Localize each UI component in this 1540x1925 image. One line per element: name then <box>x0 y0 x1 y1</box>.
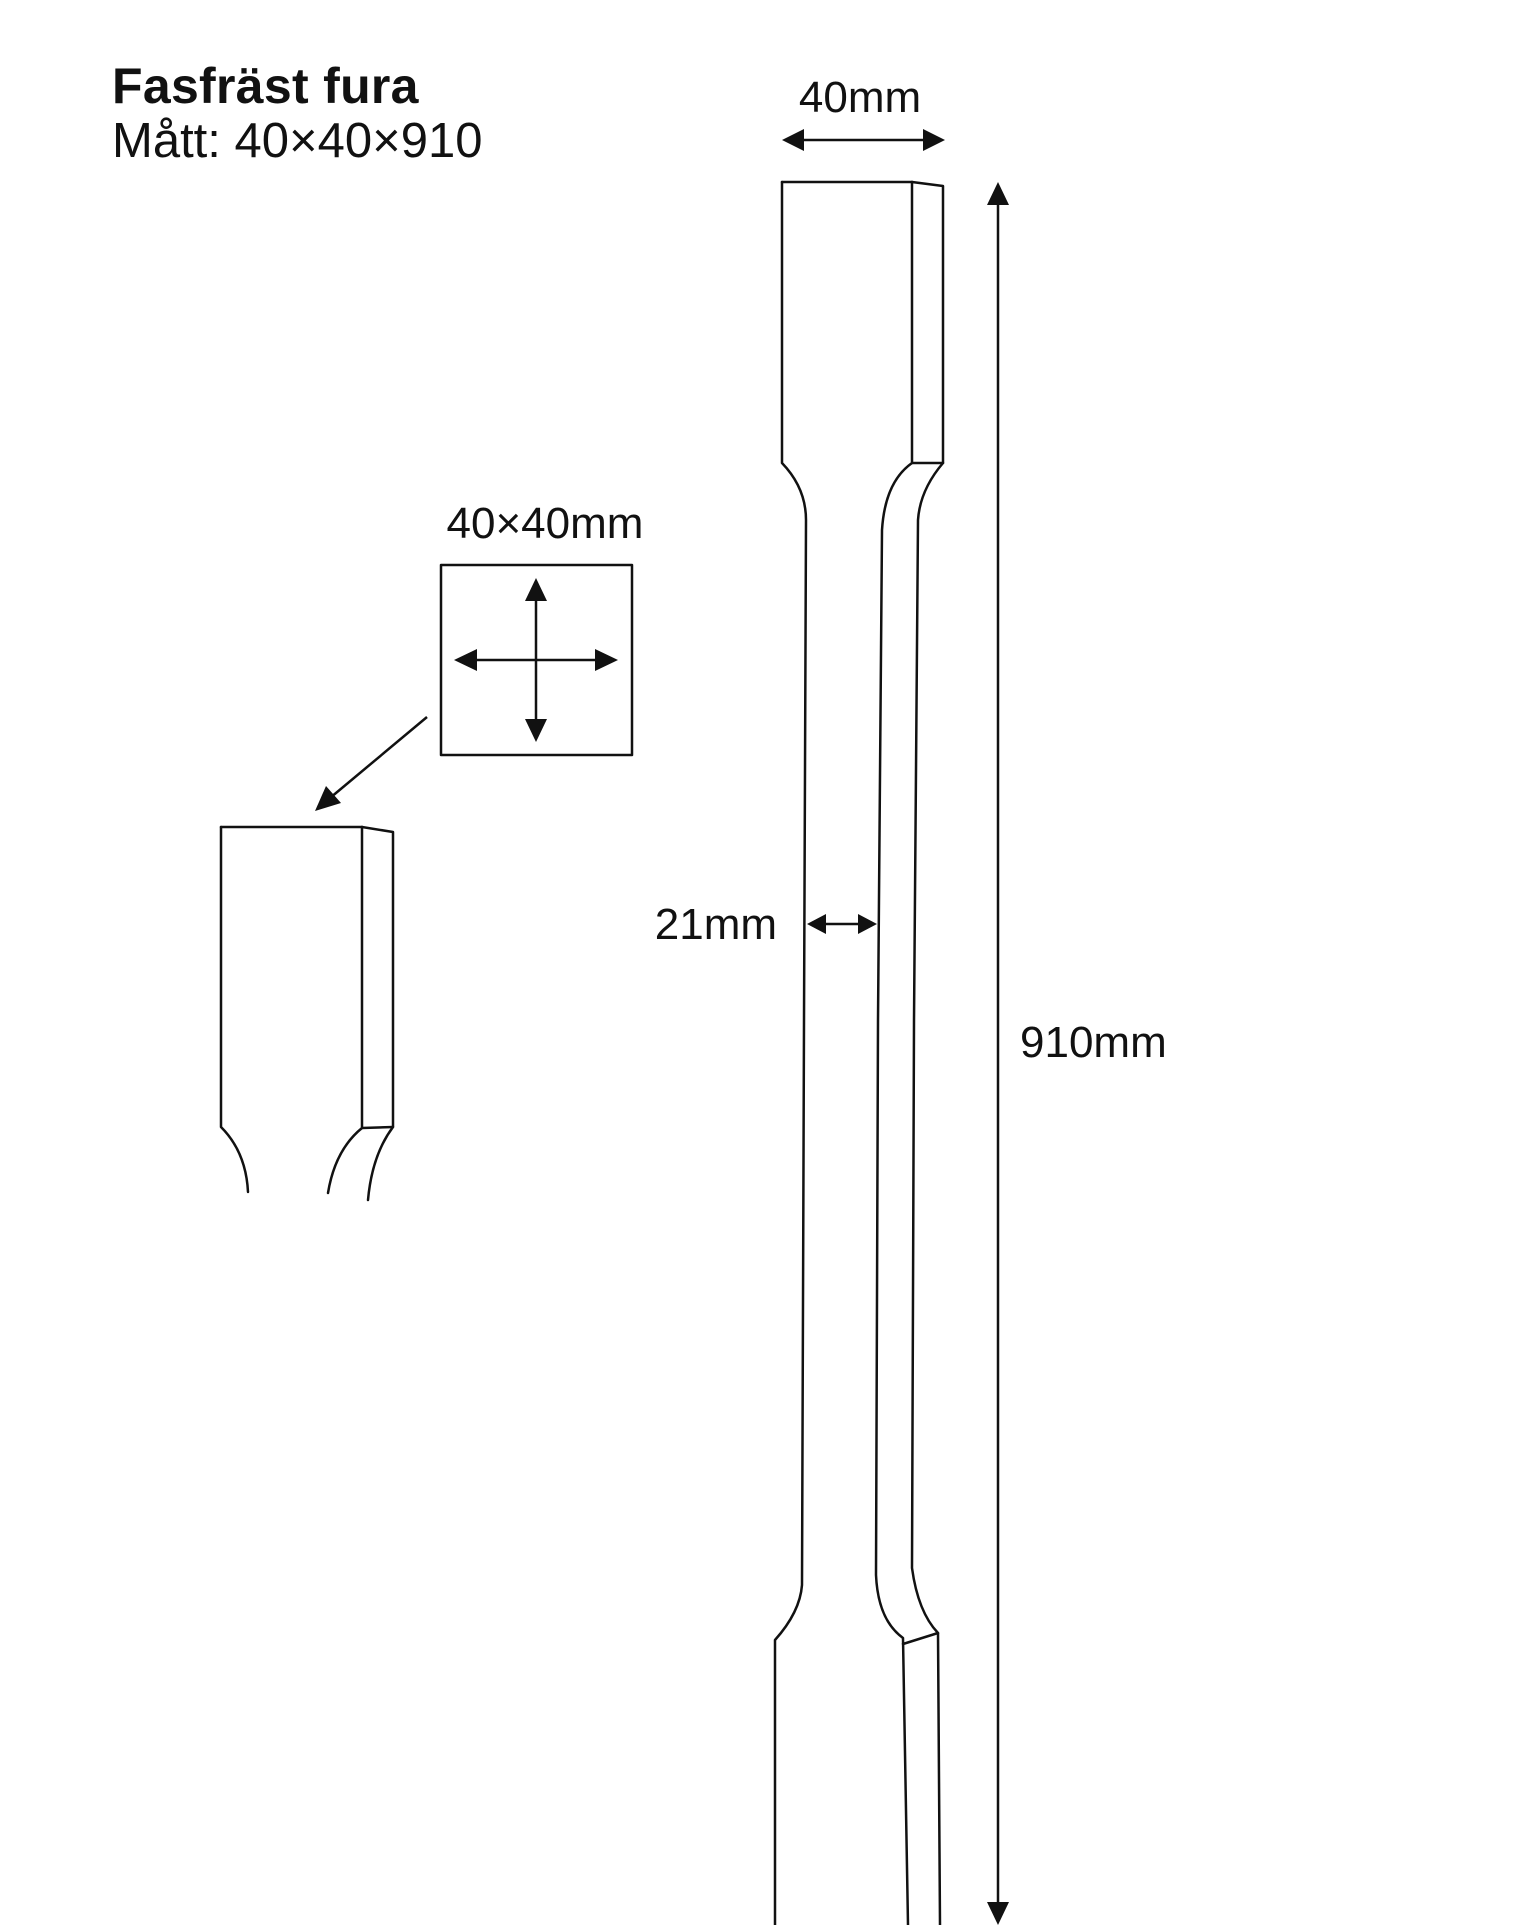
spindle-edge-line <box>874 180 914 1925</box>
detail-side-bottom <box>360 1125 395 1130</box>
cross-section-arrow-up <box>525 578 547 601</box>
detail-edge-line <box>326 825 364 1195</box>
spindle-front-face <box>773 180 808 1925</box>
spindle-drawing <box>773 180 945 1925</box>
spindle-side-face <box>910 180 945 1925</box>
pointer-arrow <box>315 716 428 811</box>
header: Fasfräst fura Mått: 40×40×910 <box>112 58 632 169</box>
cross-section-square <box>439 563 634 757</box>
length-arrow-bottom <box>987 1902 1009 1925</box>
length-arrow-top <box>987 182 1009 205</box>
length-label: 910mm <box>1020 1018 1167 1067</box>
neck-width-label: 21mm <box>655 900 777 949</box>
top-width-dimension: 40mm <box>782 73 945 151</box>
cross-section-arrow-down <box>525 719 547 742</box>
neck-width-arrow-left <box>807 914 826 934</box>
product-dimensions: Mått: 40×40×910 <box>112 114 483 168</box>
detail-side-face <box>360 825 395 1202</box>
top-width-label: 40mm <box>799 73 921 122</box>
spindle-side-bottom <box>901 1631 940 1646</box>
neck-width-arrow-right <box>858 914 877 934</box>
pointer-arrow-head <box>315 786 341 811</box>
end-detail-drawing <box>219 825 395 1202</box>
cross-section-arrow-left <box>454 649 477 671</box>
length-dimension: 910mm <box>987 182 1167 1925</box>
pointer-arrow-line <box>329 716 428 799</box>
product-title: Fasfräst fura <box>112 58 419 114</box>
top-width-arrow-right <box>923 129 945 151</box>
neck-width-dimension: 21mm <box>655 900 877 949</box>
cross-section-detail: 40×40mm <box>439 499 644 757</box>
top-width-arrow-left <box>782 129 804 151</box>
cross-section-label: 40×40mm <box>447 499 644 548</box>
detail-front-face <box>219 825 250 1194</box>
cross-section-arrow-right <box>595 649 618 671</box>
